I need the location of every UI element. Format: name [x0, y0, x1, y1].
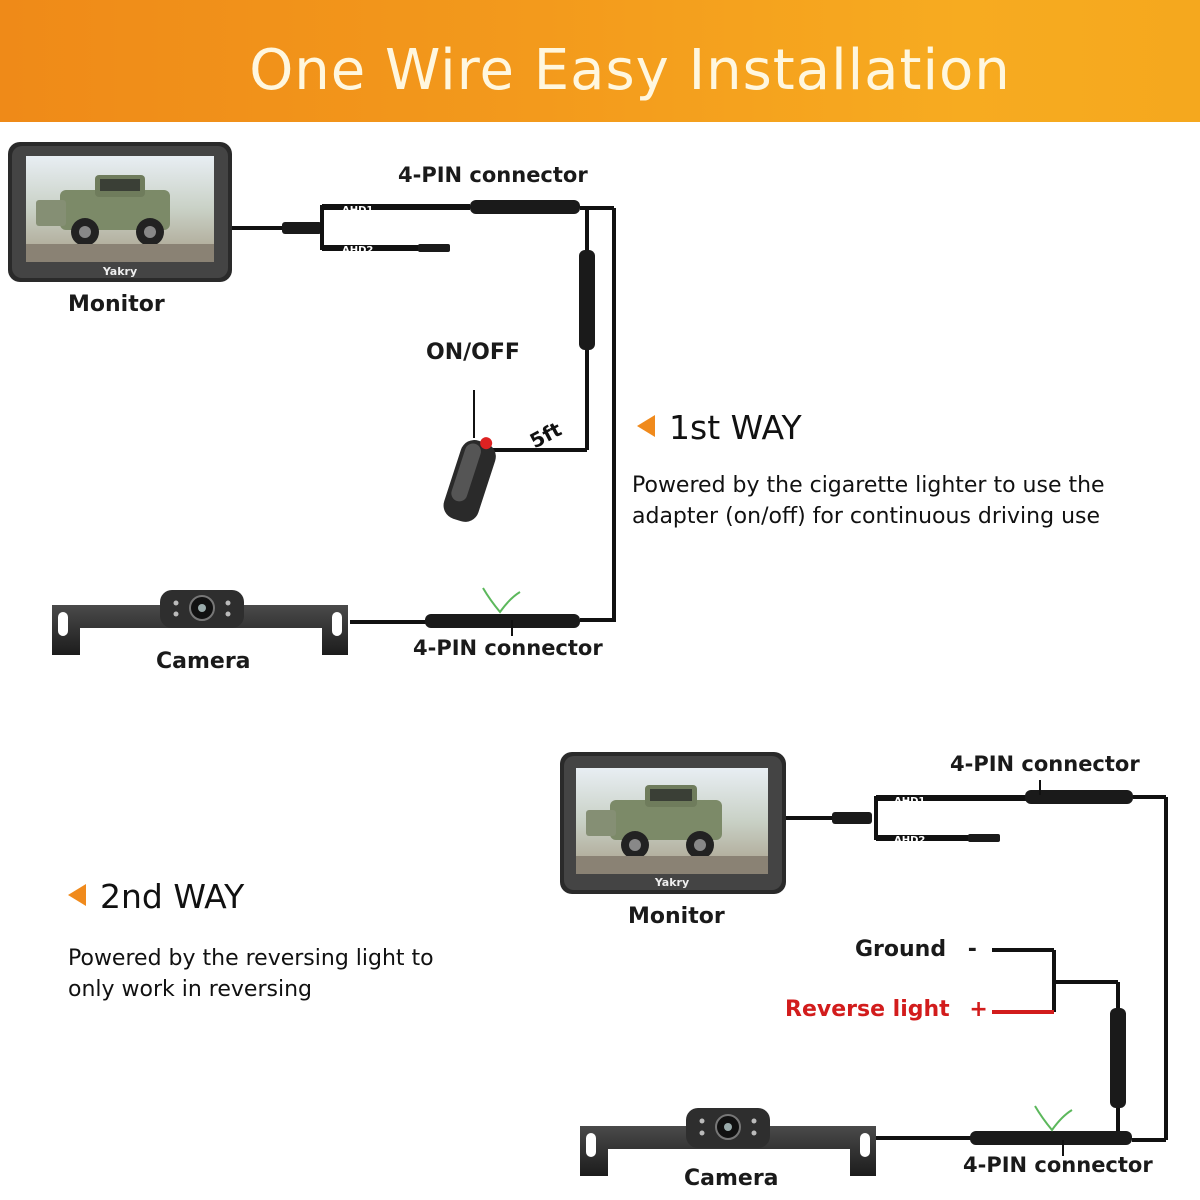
cables-2 [786, 780, 1168, 1156]
triangle-left-icon [637, 415, 655, 437]
switch-label: ON/OFF [426, 340, 520, 365]
ahd1-label-1: AHD1 [342, 205, 373, 216]
ground-label: Ground - [855, 937, 977, 962]
truck-image-2 [576, 785, 768, 874]
reverse-light-label: Reverse light + [785, 997, 988, 1022]
reverse-light-text: Reverse light [785, 997, 950, 1022]
camera-1 [52, 590, 348, 655]
check-mark-icon [482, 587, 521, 614]
minus-sign: - [967, 937, 977, 962]
monitor-brand-2: Yakry [654, 876, 689, 889]
check-mark-icon [1034, 1105, 1073, 1132]
camera-label-2: Camera [684, 1166, 779, 1191]
connector-top-label-2: 4-PIN connector [950, 752, 1140, 776]
way-2-description-line-2: only work in reversing [68, 977, 312, 1002]
ahd1-label-2: AHD1 [894, 796, 925, 807]
way-2-description: Powered by the reversing light to only w… [68, 943, 434, 1005]
monitor-1: Yakry [8, 142, 232, 282]
truck-image-1 [26, 175, 214, 262]
way-1-description-line-1: Powered by the cigarette lighter to use … [632, 473, 1105, 498]
connector-bottom-label-1: 4-PIN connector [413, 636, 603, 660]
ahd2-label-1: AHD2 [342, 245, 373, 256]
way-2-heading: 2nd WAY [68, 877, 244, 916]
ahd2-label-2: AHD2 [894, 835, 925, 846]
cable-length-label: 5ft [526, 417, 566, 454]
connector-top-label-1: 4-PIN connector [398, 163, 588, 187]
camera-label-1: Camera [156, 649, 251, 674]
monitor-brand-1: Yakry [102, 265, 137, 278]
way-1-description-line-2: adapter (on/off) for continuous driving … [632, 504, 1101, 529]
page-title: One Wire Easy Installation [249, 38, 1011, 103]
way-2-description-line-1: Powered by the reversing light to [68, 946, 434, 971]
camera-2 [580, 1108, 876, 1176]
way-2-title: 2nd WAY [100, 877, 245, 916]
monitor-label-1: Monitor [68, 292, 165, 317]
cables-1 [232, 200, 616, 636]
monitor-label-2: Monitor [628, 904, 725, 929]
header-banner: One Wire Easy Installation [0, 0, 1200, 122]
way-1-heading: 1st WAY [637, 408, 802, 447]
cigarette-lighter-plug [443, 437, 496, 522]
ground-text: Ground [855, 937, 947, 962]
triangle-left-icon [68, 884, 86, 906]
plus-sign: + [969, 997, 988, 1022]
connector-bottom-label-2: 4-PIN connector [963, 1153, 1153, 1177]
monitor-2: Yakry [560, 752, 786, 894]
way-1-title: 1st WAY [669, 408, 802, 447]
way-1-description: Powered by the cigarette lighter to use … [632, 470, 1105, 532]
